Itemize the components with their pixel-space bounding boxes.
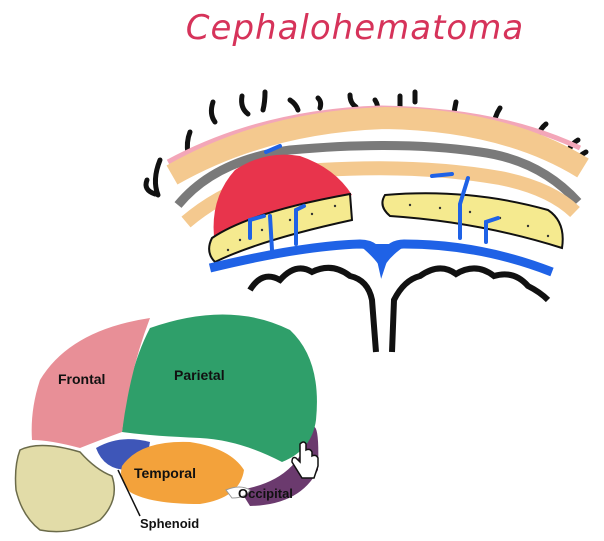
label-temporal: Temporal	[134, 465, 196, 481]
label-parietal: Parietal	[174, 367, 225, 383]
label-frontal: Frontal	[58, 371, 105, 387]
face-bones	[16, 445, 115, 531]
label-occipital: Occipital	[238, 486, 293, 501]
parietal-bone	[122, 314, 317, 462]
superior-sagittal-sinus	[358, 244, 408, 272]
infant-skull-illustration: Frontal Parietal Temporal Occipital Sphe…	[16, 314, 319, 531]
brain-outline-right	[392, 268, 548, 352]
label-sphenoid: Sphenoid	[140, 516, 199, 531]
